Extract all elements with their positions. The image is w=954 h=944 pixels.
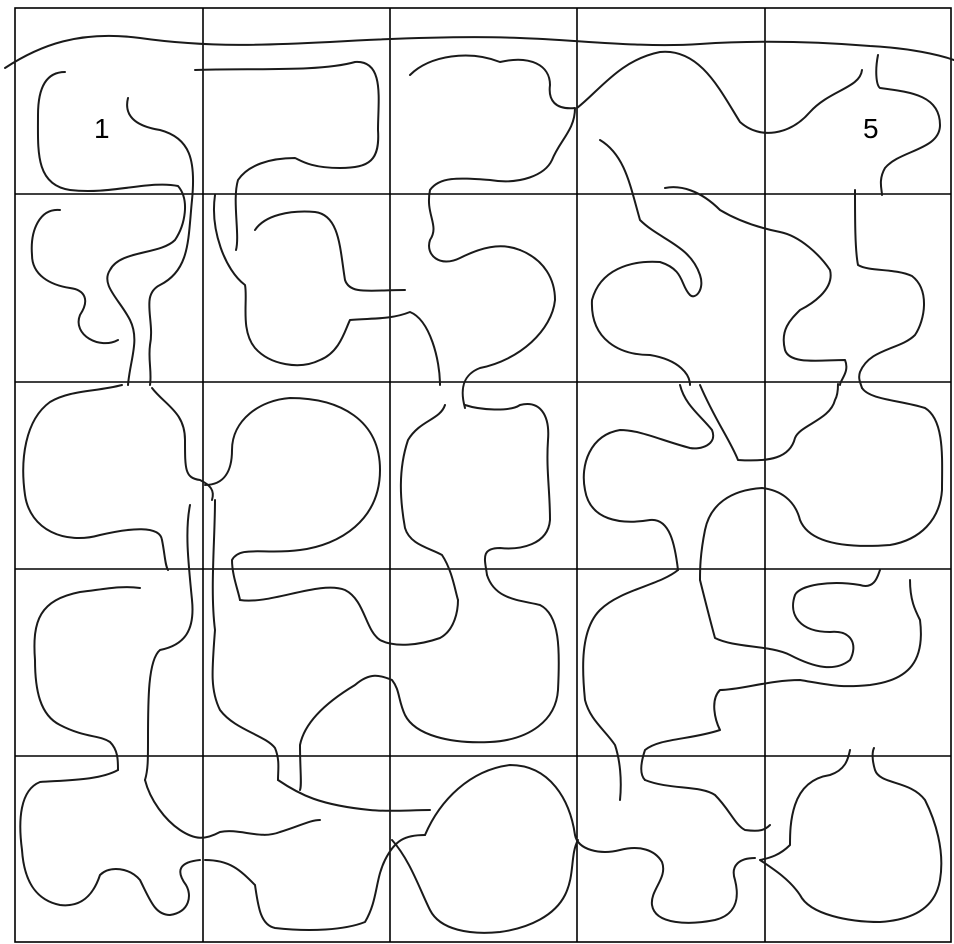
blob-r2c3 xyxy=(463,250,555,408)
blob-r5c1 xyxy=(20,770,200,915)
blob-r1c1-inner xyxy=(127,98,193,385)
blob-r3c4-right xyxy=(700,384,838,460)
top-wave xyxy=(5,36,954,68)
blob-r4c2-inner xyxy=(240,588,458,645)
blob-r2c1 xyxy=(32,210,118,343)
blob-r3c3-left xyxy=(401,405,458,600)
blob-r4c3 xyxy=(300,575,559,790)
blob-r3c1 xyxy=(23,385,168,570)
blob-r1c4 xyxy=(577,52,862,133)
blob-r3c4 xyxy=(584,385,713,570)
blob-r2c4 xyxy=(592,140,701,385)
blob-r4c4-right xyxy=(700,570,880,667)
blob-r1c1 xyxy=(38,72,185,385)
blob-r5c3-lower xyxy=(392,840,578,933)
blob-r4c4 xyxy=(583,570,678,800)
blob-r2c2-inner xyxy=(255,212,405,291)
blob-r2c4-right xyxy=(665,187,846,385)
blob-r4c5 xyxy=(641,580,921,780)
blob-r2c2 xyxy=(214,195,440,385)
blob-r1c3 xyxy=(410,56,575,262)
blob-r2c5 xyxy=(855,190,924,388)
blob-r5c3 xyxy=(425,765,755,923)
blob-r3c3 xyxy=(465,404,550,575)
blob-r5c4 xyxy=(645,780,770,831)
blob-r5c2 xyxy=(205,835,425,930)
blob-r1c2 xyxy=(195,62,379,250)
blob-r5c5 xyxy=(760,748,941,922)
blob-r4c1-right xyxy=(145,505,193,780)
cell-label-1: 1 xyxy=(94,113,110,144)
cell-label-5: 5 xyxy=(863,113,879,144)
blob-r4c1 xyxy=(34,587,140,770)
blob-r1c5 xyxy=(876,55,940,195)
blob-r4c2 xyxy=(213,500,279,780)
maze-paths xyxy=(5,36,954,933)
